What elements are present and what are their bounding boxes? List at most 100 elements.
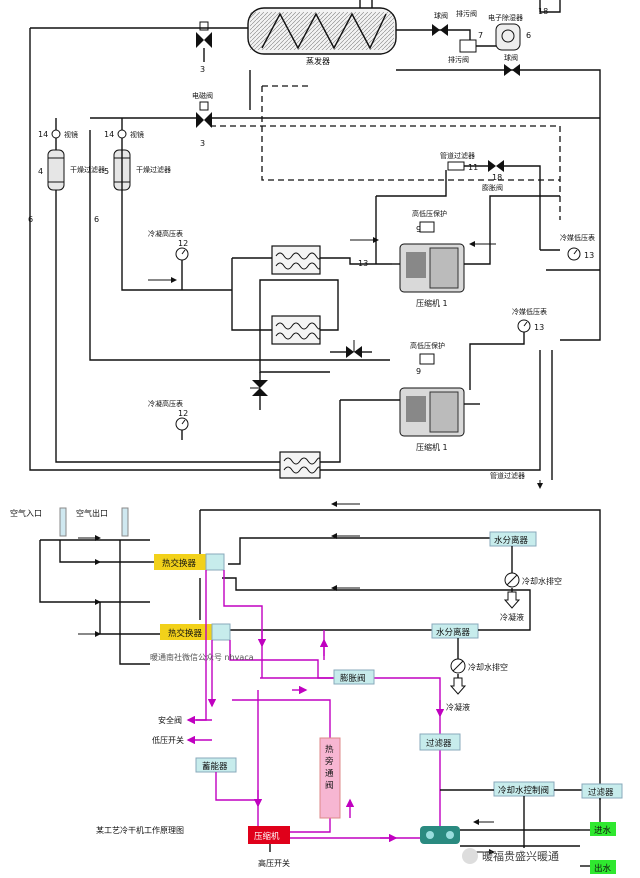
- upper-diagram: 蒸发器 3 电磁阀 3 球阀: [28, 0, 601, 489]
- filter-right-label: 过滤器: [588, 787, 614, 798]
- filter-lower-label: 过滤器: [426, 738, 452, 749]
- label-5: 5: [104, 167, 109, 176]
- water-in-label: 进水: [594, 825, 612, 836]
- lower-diagram: 空气入口 空气出口 热交换器 热交换器: [10, 501, 623, 874]
- cooling-water-valve-label: 冷却水控制阀: [498, 785, 549, 796]
- drain-2-label: 冷却水排空: [468, 662, 508, 672]
- refrigerant-line: [374, 677, 441, 734]
- humidifier-label: 电子除湿器: [488, 13, 523, 22]
- cold-gauge-right2-label: 冷媒低压表: [512, 307, 547, 316]
- pipe: [228, 537, 490, 565]
- cooling-water-valve: 冷却水控制阀: [493, 781, 555, 797]
- cond-gauge-1-label: 冷凝高压表: [148, 229, 183, 238]
- water-in: 进水: [590, 822, 616, 836]
- sight-glass-2-label: 视镜: [130, 130, 144, 139]
- pipe: [39, 540, 150, 603]
- small-valve-mid: [346, 340, 362, 358]
- evaporator: 蒸发器: [247, 7, 397, 66]
- condenser-2: [271, 315, 321, 345]
- pipe: [99, 602, 160, 635]
- expansion-valve-label: 膨胀阀: [482, 183, 503, 192]
- pipe: [119, 540, 150, 665]
- air-in-label: 空气入口: [10, 508, 42, 518]
- water-out: 出水: [590, 860, 616, 874]
- label-13c: 13: [534, 323, 544, 332]
- hp-protector-2-label: 高低压保护: [410, 341, 445, 350]
- pipe: [60, 350, 541, 471]
- water-out-label: 出水: [594, 863, 612, 874]
- hot-gas-bypass-valve: 热 旁 通 阀: [319, 737, 341, 819]
- label-14a: 14: [38, 130, 48, 139]
- compressor-2: 9 高低压保护 压缩机 1: [399, 341, 465, 452]
- condensate-1-label: 冷凝液: [500, 612, 524, 622]
- pipe: [396, 69, 601, 341]
- pipe: [59, 540, 150, 563]
- label-6c: 6: [526, 31, 531, 40]
- pipe: [29, 28, 60, 471]
- label-9a: 9: [416, 225, 421, 234]
- watermark-2-text: 暖福贵盛兴暖通: [482, 849, 559, 863]
- water-separator-2: 水分离器: [431, 623, 479, 639]
- drain-pump-2: 冷却水排空 冷凝液: [446, 658, 508, 712]
- cond-gauge-2: 冷凝高压表 12: [148, 399, 189, 431]
- dashed-line: [210, 125, 561, 220]
- evaporator-label: 蒸发器: [306, 56, 330, 66]
- cond-gauge-1: 冷凝高压表 12: [148, 229, 189, 261]
- pipe-filter-bottom-label: 管道过滤器: [490, 471, 525, 480]
- pipe: [469, 332, 525, 390]
- pipe-filter-top-label: 管道过滤器: [440, 151, 475, 160]
- ball-valve-top: 球阀: [432, 11, 448, 36]
- label-14b: 14: [104, 130, 114, 139]
- filter-lower: 过滤器: [419, 733, 461, 751]
- refrigerant-line: [215, 772, 258, 801]
- compressor-lower-label: 压缩机: [254, 831, 280, 842]
- refrigerant-line: [232, 699, 331, 738]
- compressor-1: 9 高低压保护 压缩机 1: [399, 209, 465, 308]
- compressor-1-label: 压缩机 1: [416, 298, 448, 308]
- heat-exchanger-2-label: 热交换器: [168, 628, 203, 639]
- label-11: 11: [468, 163, 478, 172]
- safety-valve-label: 安全阀: [158, 715, 182, 725]
- high-pressure-switch-label: 高压开关: [258, 858, 290, 868]
- air-out-pipe: [121, 507, 129, 537]
- dryer-filter-1-label: 干燥过滤器: [70, 165, 105, 174]
- hot-gas-bypass-char: 旁: [325, 756, 334, 767]
- hot-gas-bypass-char: 阀: [325, 781, 334, 791]
- sight-glass-1-label: 视镜: [64, 130, 78, 139]
- pipe-filter-top: 管道过滤器 11: [440, 151, 478, 172]
- air-in-pipe: [59, 507, 67, 537]
- pipe: [478, 620, 531, 631]
- label-12a: 12: [178, 239, 188, 248]
- cold-gauge-right2: 冷媒低压表 13: [512, 307, 547, 333]
- water-separator-1-label: 水分离器: [494, 535, 529, 546]
- accumulator-label: 蓄能器: [202, 761, 228, 772]
- expansion-valve: 18 膨胀阀: [482, 160, 504, 192]
- label-6a: 6: [28, 215, 33, 224]
- compressor-lower: 压缩机: [248, 826, 290, 844]
- dryer-filter-2-label: 干燥过滤器: [136, 165, 171, 174]
- label-7: 7: [478, 31, 483, 40]
- label-4: 4: [38, 167, 43, 176]
- humidifier: 电子除湿器 6: [488, 13, 531, 51]
- dashed-line: [261, 86, 560, 181]
- water-cooled-condenser: [420, 826, 460, 844]
- water-separator-2-label: 水分离器: [436, 627, 471, 638]
- hp-protector-1-label: 高低压保护: [412, 209, 447, 218]
- drain-label-1: 排污阀: [448, 55, 469, 64]
- label-18a: 18: [538, 7, 548, 16]
- dryer-filter-left: 14 视镜 4 干燥过滤器: [38, 129, 105, 191]
- pipe: [222, 577, 531, 620]
- accumulator: 蓄能器: [195, 757, 237, 773]
- solenoid-valve: 电磁阀 3: [192, 91, 213, 148]
- ball-valve-2: 球阀: [504, 53, 520, 76]
- pipe: [121, 138, 232, 291]
- ball-valve-2-label: 球阀: [504, 53, 518, 62]
- valve-3-top: 3: [196, 21, 212, 74]
- label-9b: 9: [416, 367, 421, 376]
- drain-label-2: 排污阀: [456, 9, 477, 18]
- label-12b: 12: [178, 409, 188, 418]
- pipe: [231, 258, 272, 331]
- drain-1-label: 冷却水排空: [522, 576, 562, 586]
- water-separator-1: 水分离器: [489, 531, 537, 547]
